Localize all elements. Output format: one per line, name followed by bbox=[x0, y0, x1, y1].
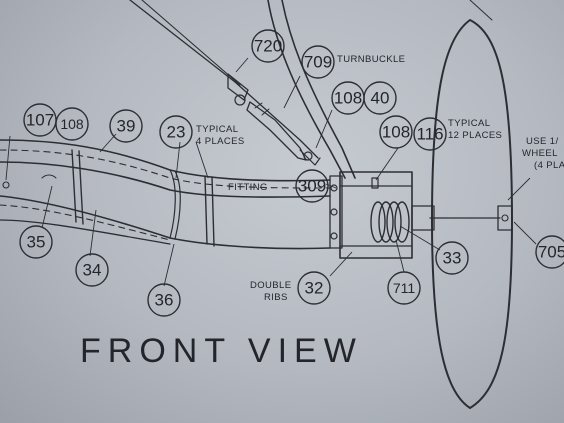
callout-39: 39 bbox=[109, 109, 143, 143]
svg-text:108: 108 bbox=[334, 89, 362, 108]
turnbuckle bbox=[227, 73, 321, 166]
view-title: FRONT VIEW bbox=[80, 332, 363, 370]
callout-705: 705 bbox=[535, 235, 564, 269]
callout-34: 34 bbox=[75, 253, 109, 287]
note-turnbuckle: TURNBUCKLE bbox=[337, 54, 405, 65]
callout-33: 33 bbox=[435, 241, 469, 275]
shock-spring bbox=[370, 201, 410, 243]
svg-text:108: 108 bbox=[60, 116, 84, 132]
fuselage-spar bbox=[0, 139, 331, 250]
note-fitting: FITTING bbox=[228, 182, 268, 193]
svg-text:116: 116 bbox=[416, 125, 443, 144]
notes: TURNBUCKLE TYPICAL 4 PLACES TYPICAL 12 P… bbox=[196, 54, 564, 303]
callout-40: 40 bbox=[363, 81, 397, 115]
callout-116: 116 bbox=[413, 117, 447, 151]
callout-309: 309 bbox=[295, 169, 329, 203]
svg-text:720: 720 bbox=[254, 37, 282, 56]
note-typical-4-line1: TYPICAL bbox=[196, 124, 238, 135]
callout-108-b: 108 bbox=[55, 107, 89, 141]
note-typical-12-line2: 12 PLACES bbox=[448, 130, 502, 141]
callout-108-c: 108 bbox=[379, 115, 413, 149]
callout-107: 107 bbox=[23, 103, 57, 137]
wheel bbox=[431, 19, 513, 409]
bracing-wires bbox=[129, 0, 493, 179]
svg-text:33: 33 bbox=[443, 249, 462, 268]
svg-text:34: 34 bbox=[83, 261, 102, 280]
callout-711: 711 bbox=[387, 271, 421, 305]
axle bbox=[411, 205, 513, 231]
callout-36: 36 bbox=[147, 283, 181, 317]
callout-23: 23 bbox=[159, 115, 193, 149]
callout-108-a: 108 bbox=[331, 81, 365, 115]
svg-text:39: 39 bbox=[117, 117, 136, 136]
svg-text:108: 108 bbox=[382, 123, 410, 142]
svg-text:36: 36 bbox=[155, 291, 174, 310]
note-typical-4-line2: 4 PLACES bbox=[196, 136, 245, 147]
note-use-line1: USE 1/ bbox=[526, 136, 559, 147]
note-double-ribs-line2: RIBS bbox=[264, 292, 288, 303]
note-double-ribs-line1: DOUBLE bbox=[250, 280, 291, 291]
callout-32: 32 bbox=[297, 271, 331, 305]
svg-text:711: 711 bbox=[393, 280, 416, 296]
callout-35: 35 bbox=[19, 225, 53, 259]
note-use-line2: WHEEL bbox=[522, 148, 558, 159]
leader-lines bbox=[5, 57, 537, 287]
svg-text:40: 40 bbox=[371, 89, 390, 108]
svg-text:107: 107 bbox=[26, 111, 54, 130]
svg-text:23: 23 bbox=[167, 123, 186, 142]
svg-text:309: 309 bbox=[298, 177, 326, 196]
svg-text:32: 32 bbox=[305, 279, 324, 298]
note-use-line3: (4 PLA bbox=[534, 160, 564, 171]
callout-720: 720 bbox=[251, 29, 285, 63]
svg-text:35: 35 bbox=[27, 233, 46, 252]
note-typical-12-line1: TYPICAL bbox=[448, 118, 490, 129]
callout-709: 709 bbox=[301, 45, 335, 79]
svg-text:709: 709 bbox=[304, 53, 332, 72]
svg-text:705: 705 bbox=[538, 243, 564, 262]
